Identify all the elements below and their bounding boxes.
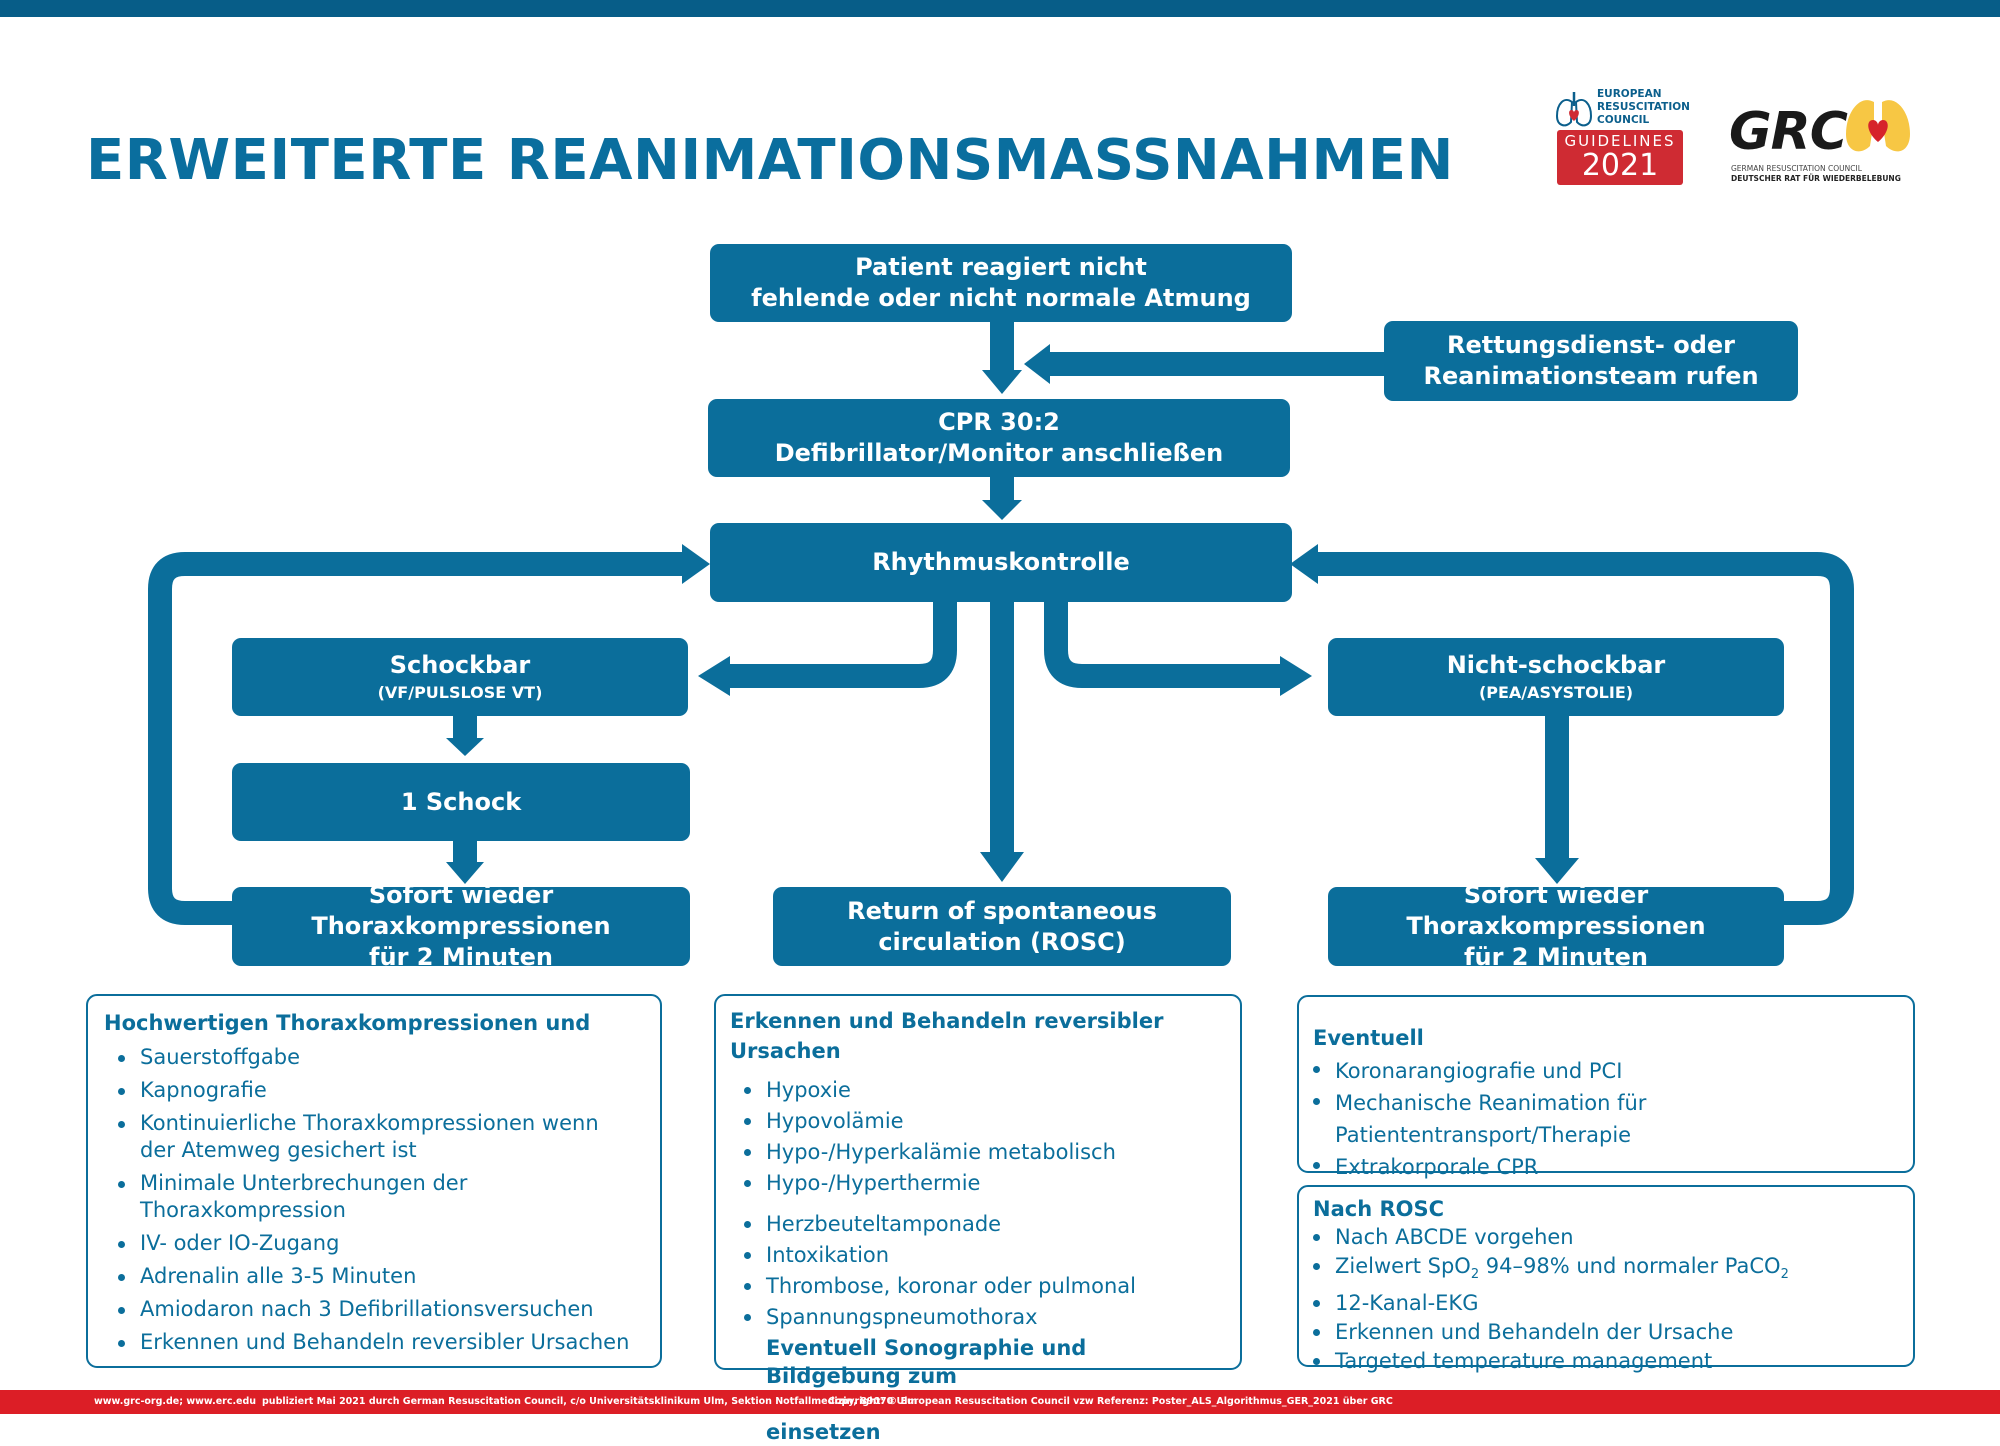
erc-guidelines-badge: GUIDELINES 2021 [1557, 130, 1683, 185]
grc-logo-line1: GERMAN RESUSCITATION COUNCIL [1731, 164, 1862, 173]
list-item: Koronarangiografie und PCI [1313, 1055, 1899, 1087]
box-call-team: Rettungsdienst- oder Reanimationsteam ru… [1384, 321, 1798, 401]
list-item: Zielwert SpO2 94–98% und normaler PaCO2 [1313, 1252, 1899, 1289]
panel-compressions: Hochwertigen Thoraxkompressionen und Sau… [86, 994, 662, 1368]
panel-reversible-causes-heading: Erkennen und Behandeln reversibler Ursac… [730, 1009, 1164, 1063]
panel-compressions-heading: Hochwertigen Thoraxkompressionen und [104, 1011, 591, 1035]
list-item: Targeted temperature management [1313, 1347, 1899, 1376]
footer-websites: www.grc-org.de; www.erc.edu [94, 1396, 257, 1407]
grc-logo: GRC GERMAN RESUSCITATION COUNCIL DEUTSCH… [1728, 92, 1918, 188]
panel-optional: Eventuell Koronarangiografie und PCI Mec… [1297, 995, 1915, 1179]
list-item: 12-Kanal-EKG [1313, 1289, 1899, 1318]
arrow-rhythm-to-shockable [730, 600, 957, 688]
list-item: Minimale Unterbrechungen der Thoraxkompr… [118, 1170, 644, 1224]
panel-after-rosc: Nach ROSC Nach ABCDE vorgehen Zielwert S… [1297, 1185, 1915, 1373]
list-item: Kapnografie [118, 1077, 644, 1104]
list-item: Intoxikation [744, 1241, 1226, 1270]
lungs-heart-icon [1555, 92, 1593, 127]
page-title: ERWEITERTE REANIMATIONSMASSNAHMEN [86, 128, 1454, 193]
arrow-cpr-to-rhythm [990, 476, 1014, 502]
grc-logo-abbr: GRC [1729, 102, 1848, 162]
list-item: Herzbeuteltamponade [744, 1210, 1226, 1239]
arrow-shockable-to-shock [453, 714, 477, 740]
list-item: Amiodaron nach 3 Defibrillationsversuche… [118, 1296, 644, 1323]
box-resume-compressions-right: Sofort wieder Thoraxkompressionen für 2 … [1328, 881, 1784, 971]
lungs-heart-icon [1846, 100, 1910, 152]
list-item: Erkennen und Behandeln der Ursache [1313, 1318, 1899, 1347]
panel-reversible-causes: Erkennen und Behandeln reversibler Ursac… [714, 994, 1242, 1444]
footer-bar: www.grc-org.de; www.erc.edu publiziert M… [0, 1390, 2000, 1414]
arrow-start-to-cpr [990, 320, 1014, 370]
footer-publisher: publiziert Mai 2021 durch German Resusci… [262, 1396, 918, 1407]
list-item: Sauerstoffgabe [118, 1044, 644, 1071]
box-rosc: Return of spontaneous circulation (ROSC) [773, 887, 1231, 966]
top-bar [0, 0, 2000, 17]
list-item: Extrakorporale CPR [1313, 1151, 1899, 1183]
box-nonshockable: Nicht-schockbar (PEA/ASYSTOLIE) [1328, 638, 1784, 716]
erc-logo: EUROPEAN RESUSCITATION COUNCIL GUIDELINE… [1552, 88, 1690, 188]
list-item: Kontinuierliche Thoraxkompressionen wenn… [118, 1110, 644, 1164]
arrow-shock-to-resume [453, 840, 477, 864]
loop-right [1318, 552, 1854, 925]
list-item: IV- oder IO-Zugang [118, 1230, 644, 1257]
list-item: Spannungspneumothorax [744, 1303, 1226, 1332]
arrow-call-to-line [1050, 352, 1386, 376]
list-item: Thrombose, koronar oder pulmonal [744, 1272, 1226, 1301]
arrow-rhythm-to-nonshockable [1044, 600, 1280, 688]
flow-connectors [148, 320, 1854, 925]
box-resume-compressions-left: Sofort wieder Thoraxkompressionen für 2 … [232, 881, 690, 971]
box-rhythm-check: Rhythmuskontrolle [710, 523, 1292, 602]
grc-logo-line2: DEUTSCHER RAT FÜR WIEDERBELEBUNG [1731, 174, 1901, 183]
arrow-rhythm-to-rosc [990, 598, 1014, 854]
footer-copyright: Copyright: © European Resuscitation Coun… [828, 1396, 1393, 1407]
box-one-shock: 1 Schock [232, 763, 690, 841]
list-item: Nach ABCDE vorgehen [1313, 1223, 1899, 1252]
loop-left [148, 552, 682, 925]
list-item: Erkennen und Behandeln reversibler Ursac… [118, 1329, 644, 1356]
list-item: Hypovolämie [744, 1107, 1226, 1136]
list-item: Mechanische Reanimation für Patiententra… [1313, 1087, 1899, 1151]
box-patient-unresponsive: Patient reagiert nicht fehlende oder nic… [710, 244, 1292, 322]
erc-logo-text: EUROPEAN RESUSCITATION COUNCIL [1597, 88, 1690, 126]
panel-optional-heading: Eventuell [1313, 1026, 1424, 1050]
arrow-nonshockable-to-resume [1545, 714, 1569, 860]
list-item: Hypo-/Hyperkalämie metabolisch [744, 1138, 1226, 1167]
panel-after-rosc-heading: Nach ROSC [1313, 1197, 1445, 1221]
box-shockable: Schockbar (VF/PULSLOSE VT) [232, 638, 688, 716]
list-item: Hypo-/Hyperthermie [744, 1169, 1226, 1198]
box-cpr: CPR 30:2 Defibrillator/Monitor anschließ… [708, 399, 1290, 477]
list-item: Adrenalin alle 3-5 Minuten [118, 1263, 644, 1290]
list-item: Hypoxie [744, 1076, 1226, 1105]
